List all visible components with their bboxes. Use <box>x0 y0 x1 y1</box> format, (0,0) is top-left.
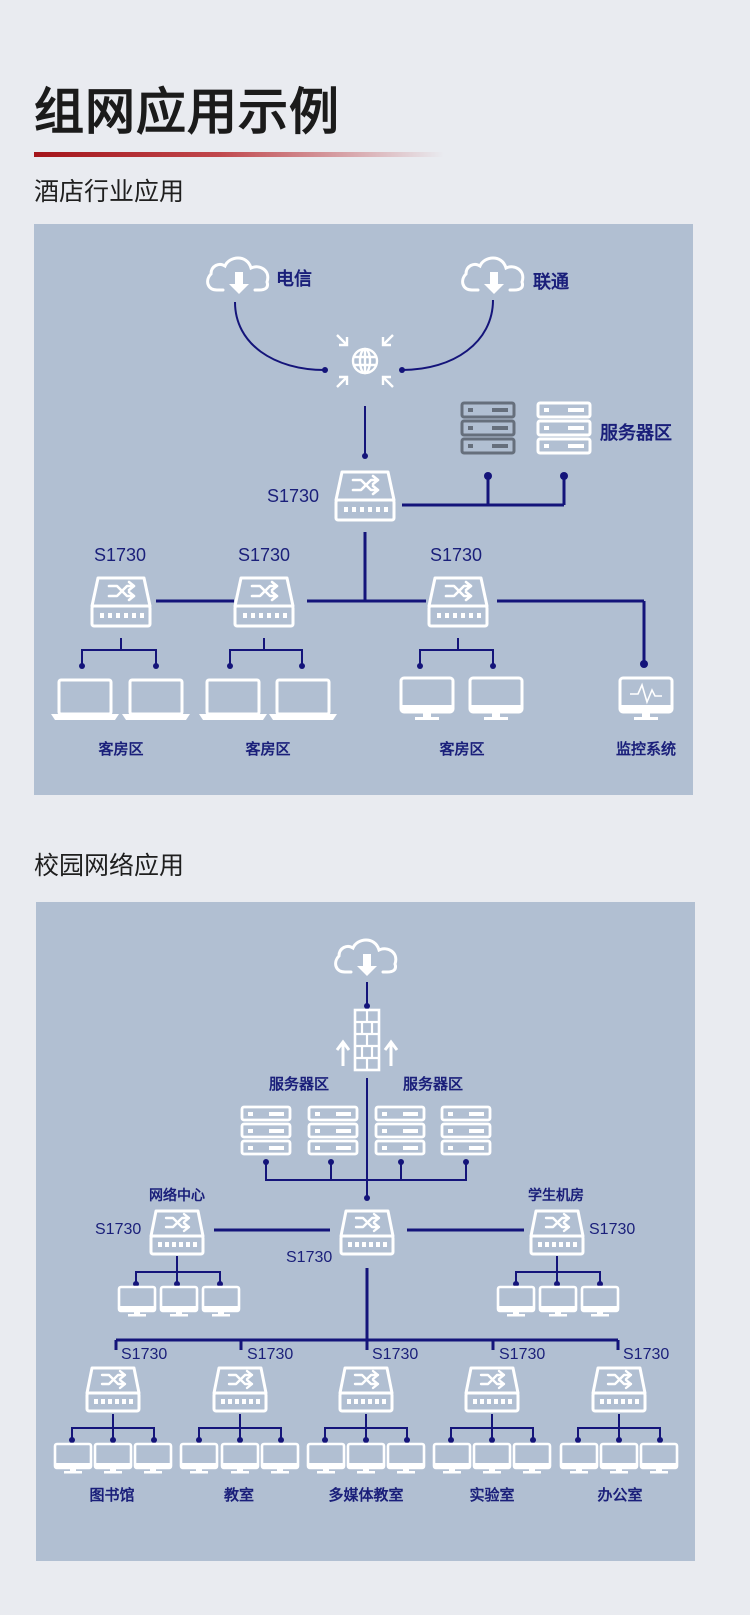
campus-diagram-panel: 服务器区 服务器区 S1730 网络中心 S1730 学生机房 S1730 S1… <box>36 902 695 1561</box>
monitor-icon <box>201 1285 241 1318</box>
core-switch-label: S1730 <box>267 486 319 506</box>
server-zone-label: 服务器区 <box>600 422 672 444</box>
page-title: 组网应用示例 <box>34 83 340 141</box>
access-switch-3-icon <box>427 576 489 628</box>
campus-network-diagram: 服务器区 服务器区 S1730 网络中心 S1730 学生机房 S1730 S1… <box>53 938 679 1504</box>
monitor-icon <box>496 1285 536 1318</box>
access-switch-2-label: S1730 <box>238 545 290 565</box>
zone-label-classroom: 教室 <box>223 1486 254 1504</box>
monitor-icon <box>468 676 524 722</box>
monitoring-screen-icon <box>618 676 674 722</box>
lab-switch-icon <box>464 1366 520 1413</box>
monitor-icon <box>260 1442 300 1475</box>
access-switch-1-label: S1730 <box>94 545 146 565</box>
monitor-icon <box>53 1442 93 1475</box>
monitor-icon <box>386 1442 426 1475</box>
campus-link-dots <box>69 1003 663 1443</box>
student-lab-switch-label: S1730 <box>589 1221 635 1238</box>
campus-links <box>71 982 661 1440</box>
zone-label-guest-2: 客房区 <box>244 740 290 758</box>
monitor-icon <box>639 1442 679 1475</box>
isp-unicom-label: 联通 <box>533 272 569 293</box>
isp-telecom-label: 电信 <box>276 268 312 290</box>
server-icon <box>440 1105 492 1156</box>
server-light-icon <box>536 401 592 455</box>
monitor-icon <box>133 1442 173 1475</box>
monitor-icon <box>346 1442 386 1475</box>
net-center-label: 网络中心 <box>149 1187 205 1204</box>
core-switch-icon <box>339 1209 395 1256</box>
zone-label-guest-3: 客房区 <box>438 740 484 758</box>
student-lab-label: 学生机房 <box>528 1187 584 1204</box>
access-switch-2-icon <box>233 576 295 628</box>
cloud-unicom-icon <box>461 256 525 296</box>
zone-label-lab: 实验室 <box>469 1486 514 1504</box>
monitor-icon <box>399 676 455 722</box>
library-switch-icon <box>85 1366 141 1413</box>
zone-label-monitoring: 监控系统 <box>616 740 676 758</box>
firewall-icon <box>335 1008 399 1072</box>
monitor-icon <box>472 1442 512 1475</box>
laptop-icon <box>120 678 192 722</box>
internet-globe-icon <box>336 334 394 388</box>
access-switch-3-label: S1730 <box>430 545 482 565</box>
hotel-network-diagram: 电信 联通 服务器区 S1730 S1730 S1730 S1730 客房区 客… <box>49 256 676 758</box>
monitor-icon <box>93 1442 133 1475</box>
monitor-icon <box>117 1285 157 1318</box>
classroom-switch-icon <box>212 1366 268 1413</box>
office-switch-label: S1730 <box>623 1346 669 1363</box>
office-switch-icon <box>591 1366 647 1413</box>
laptop-icon <box>197 678 269 722</box>
server-icon <box>374 1105 426 1156</box>
laptop-icon <box>267 678 339 722</box>
zone-label-guest-1: 客房区 <box>97 740 143 758</box>
net-center-switch-label: S1730 <box>95 1221 141 1238</box>
monitor-icon <box>559 1442 599 1475</box>
hotel-section-title: 酒店行业应用 <box>34 177 185 206</box>
laptop-icon <box>49 678 121 722</box>
library-switch-label: S1730 <box>121 1346 167 1363</box>
server-icon <box>240 1105 292 1156</box>
core-switch-label: S1730 <box>286 1249 332 1266</box>
monitor-icon <box>220 1442 260 1475</box>
monitor-icon <box>580 1285 620 1318</box>
zone-label-library: 图书馆 <box>89 1486 134 1504</box>
net-center-switch-icon <box>149 1209 205 1256</box>
monitor-icon <box>306 1442 346 1475</box>
server-zone-right-label: 服务器区 <box>403 1075 463 1093</box>
zone-label-multimedia: 多媒体教室 <box>328 1486 403 1504</box>
server-icon <box>307 1105 359 1156</box>
monitor-icon <box>538 1285 578 1318</box>
cloud-icon <box>334 938 398 976</box>
multimedia-switch-icon <box>338 1366 394 1413</box>
server-zone-left-label: 服务器区 <box>269 1075 329 1093</box>
lab-switch-label: S1730 <box>499 1346 545 1363</box>
classroom-switch-label: S1730 <box>247 1346 293 1363</box>
multimedia-switch-label: S1730 <box>372 1346 418 1363</box>
title-underline <box>34 152 444 157</box>
access-switch-1-icon <box>90 576 152 628</box>
monitor-icon <box>512 1442 552 1475</box>
cloud-telecom-icon <box>206 256 270 296</box>
server-dark-icon <box>460 401 516 455</box>
campus-section-title: 校园网络应用 <box>34 851 185 880</box>
monitor-icon <box>599 1442 639 1475</box>
monitor-icon <box>432 1442 472 1475</box>
hotel-diagram-panel: 电信 联通 服务器区 S1730 S1730 S1730 S1730 客房区 客… <box>34 224 693 795</box>
core-switch-icon <box>334 470 396 522</box>
zone-label-office: 办公室 <box>597 1486 642 1504</box>
hotel-links <box>81 299 646 666</box>
hotel-link-dots <box>79 367 648 669</box>
student-lab-switch-icon <box>529 1209 585 1256</box>
monitor-icon <box>179 1442 219 1475</box>
monitor-icon <box>159 1285 199 1318</box>
